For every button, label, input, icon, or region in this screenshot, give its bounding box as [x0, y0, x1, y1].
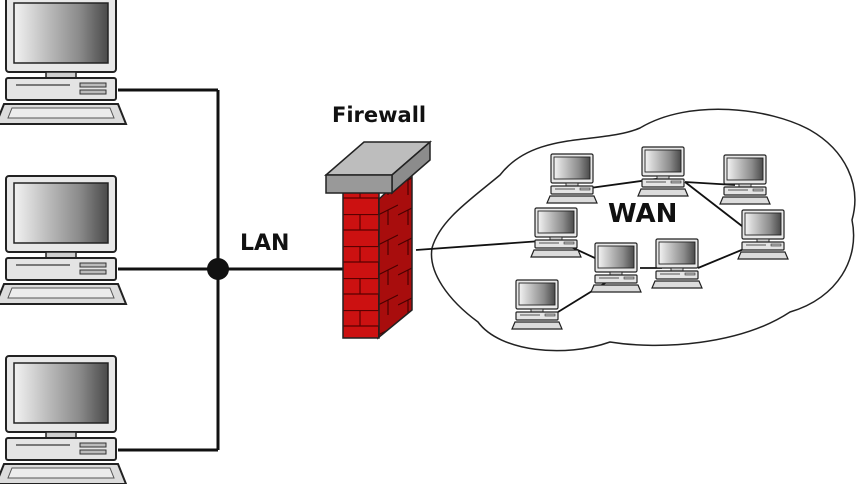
- lan-computer-2-icon: [0, 175, 127, 305]
- lan-wiring: [118, 88, 344, 452]
- wan-computer-5-icon: [737, 209, 789, 260]
- wan-computer-1-icon: [546, 153, 598, 204]
- lan-label: LAN: [240, 231, 289, 256]
- wan-label: WAN: [608, 199, 677, 229]
- firewall-icon: [323, 140, 433, 340]
- wan-computer-3-icon: [719, 154, 771, 205]
- wan-computer-2-icon: [637, 146, 689, 197]
- wan-computer-6-icon: [590, 242, 642, 293]
- wan-computer-7-icon: [651, 238, 703, 289]
- lan-computer-3-icon: [0, 355, 127, 484]
- lan-computer-1-icon: [0, 0, 127, 125]
- firewall-wan-link: [415, 239, 556, 251]
- lan-hub-node: [207, 258, 229, 280]
- firewall-label: Firewall: [332, 103, 426, 127]
- wan-computer-4-icon: [530, 207, 582, 258]
- wan-cloud: [430, 108, 856, 352]
- wan-computer-8-icon: [511, 279, 563, 330]
